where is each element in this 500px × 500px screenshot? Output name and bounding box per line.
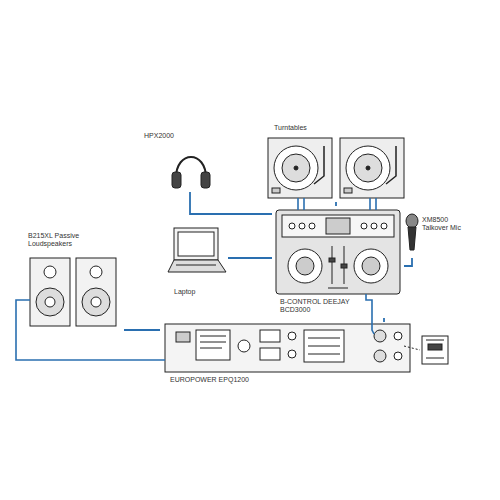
cable-connector [335,202,337,206]
cable-connector [124,329,160,331]
microphone [406,214,418,250]
loudspeaker [76,258,116,326]
turntables-group: Turntables [262,122,412,202]
cable-connector [190,192,272,214]
device-label: XM8500 Talkover Mic [422,216,468,232]
switch-inset [404,336,448,364]
device-label: EUROPOWER EPQ1200 [170,376,260,384]
laptop-node: Laptop [164,222,228,300]
laptop [168,228,226,272]
device-label: Turntables [274,124,334,132]
mic-node: XM8500 Talkover Mic [400,208,492,258]
headphones-node: HPX2000 [140,128,216,192]
cable-connector [404,258,412,266]
cable-connector [383,318,385,322]
device-label: B215XL Passive Loudspeakers [28,232,94,248]
device-label: Laptop [174,288,224,296]
dj-controller [276,210,400,294]
speakers-node: B215XL Passive Loudspeakers [24,230,124,334]
device-label: B-CONTROL DEEJAY BCD3000 [280,298,362,314]
turntable [268,138,332,198]
loudspeaker [30,258,70,326]
device-label: HPX2000 [144,132,184,140]
headphones [172,157,210,188]
cable-connector [228,257,272,259]
amplifier-node: EUROPOWER EPQ1200 [160,322,416,390]
cable [16,198,376,360]
controller-node: B-CONTROL DEEJAY BCD3000 [272,206,404,318]
turntable [340,138,404,198]
